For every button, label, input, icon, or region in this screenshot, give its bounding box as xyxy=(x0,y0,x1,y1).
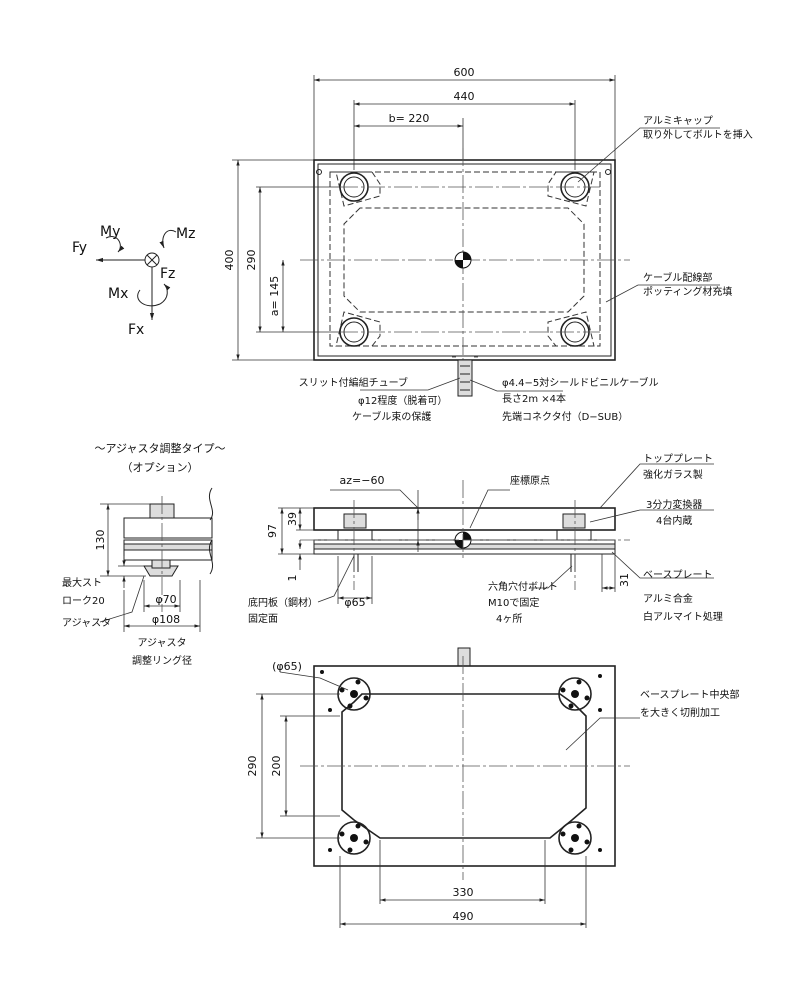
axis-mz: Mz xyxy=(176,226,195,242)
label-base-line3: 白アルマイト処理 xyxy=(643,610,723,623)
adjuster-stroke-line1: 最大スト xyxy=(62,576,102,589)
adjuster-dim-70: φ70 xyxy=(155,593,176,606)
center-cutout xyxy=(341,693,587,839)
side-dim-97: 97 xyxy=(266,524,279,538)
side-dim-31: 31 xyxy=(618,573,631,587)
label-floor-line1: 底円板（鋼材） xyxy=(248,596,318,609)
side-dim-39: 39 xyxy=(286,512,299,526)
label-tube-line3: ケーブル束の保護 xyxy=(352,410,431,423)
bottom-dim-290: 290 xyxy=(246,756,259,777)
bottom-sensor-tr xyxy=(558,677,592,711)
label-cap-line2: 取り外してボルトを挿入 xyxy=(643,128,753,141)
label-vinyl-line1: φ4.4−5対シールドビニルケーブル xyxy=(502,376,659,389)
force-axes-symbol xyxy=(96,230,177,320)
dim-600-label: 600 xyxy=(454,66,475,79)
adjuster-title: 〜アジャスタ調整タイプ〜 xyxy=(94,441,225,455)
side-view xyxy=(278,463,714,604)
label-sensor-line1: 3分力変換器 xyxy=(646,498,702,511)
adjuster-dim-130: 130 xyxy=(94,530,107,551)
bottom-sensor-br xyxy=(558,821,592,855)
adjuster-ring-line2: 調整リング径 xyxy=(132,654,192,667)
adjuster-ring-line1: アジャスタ xyxy=(137,637,186,649)
label-cable-line2: ポッティング材充填 xyxy=(643,285,732,298)
side-dim-65: φ65 xyxy=(344,596,365,609)
dim-a-label: a= 145 xyxy=(268,276,281,316)
dim-400-label: 400 xyxy=(223,250,236,271)
axis-my: My xyxy=(100,224,120,240)
bottom-sensor-bl xyxy=(337,821,371,855)
label-top-line2: 強化ガラス製 xyxy=(643,468,703,481)
label-top-line1: トッププレート xyxy=(643,453,713,465)
top-view xyxy=(232,75,720,397)
bottom-dim-490: 490 xyxy=(453,910,474,923)
bottom-dim-200: 200 xyxy=(270,756,283,777)
adjuster-stroke-line2: ローク20 xyxy=(62,595,105,607)
bottom-dim-65p: (φ65) xyxy=(272,660,302,673)
label-bolt-line3: 4ヶ所 xyxy=(496,613,522,625)
dim-440-label: 440 xyxy=(454,90,475,103)
label-tube-line1: スリット付編組チューブ xyxy=(299,376,408,389)
label-bolt-line2: M10で固定 xyxy=(488,596,539,609)
dim-b-label: b= 220 xyxy=(389,112,430,125)
adjuster-view xyxy=(99,487,214,632)
label-cap-line1: アルミキャップ xyxy=(643,115,713,127)
origin-marker-top xyxy=(454,251,472,269)
label-center-line1: ベースプレート中央部 xyxy=(640,688,740,701)
label-cable-line1: ケーブル配線部 xyxy=(643,271,712,284)
bottom-dim-330: 330 xyxy=(453,886,474,899)
label-bolt-line1: 六角穴付ボルト xyxy=(488,580,558,593)
adjuster-label: アジャスタ xyxy=(62,617,111,629)
label-vinyl-line2: 長さ2m ×4本 xyxy=(502,392,566,405)
label-sensor-line2: 4台内蔵 xyxy=(656,514,692,527)
top-plate-side xyxy=(313,507,616,531)
side-dim-az: az=−60 xyxy=(340,474,385,487)
axis-fz: Fz xyxy=(160,266,175,282)
dim-290-label: 290 xyxy=(245,250,258,271)
axis-fy: Fy xyxy=(72,240,87,256)
label-floor-line2: 固定面 xyxy=(248,612,278,625)
axis-fx: Fx xyxy=(128,322,144,338)
label-vinyl-line3: 先端コネクタ付（D−SUB） xyxy=(502,410,628,423)
adjuster-dim-108: φ108 xyxy=(152,613,180,626)
label-base-line1: ベースプレート xyxy=(643,569,713,581)
label-origin: 座標原点 xyxy=(510,474,550,487)
label-tube-line2: φ12程度（脱着可） xyxy=(358,394,447,407)
adjuster-subtitle: （オプション） xyxy=(122,461,199,474)
side-dim-1: 1 xyxy=(286,575,299,582)
bottom-view xyxy=(256,647,640,928)
axis-mx: Mx xyxy=(108,286,128,302)
label-base-line2: アルミ合金 xyxy=(643,592,693,605)
label-center-line2: を大きく切削加工 xyxy=(640,706,720,719)
